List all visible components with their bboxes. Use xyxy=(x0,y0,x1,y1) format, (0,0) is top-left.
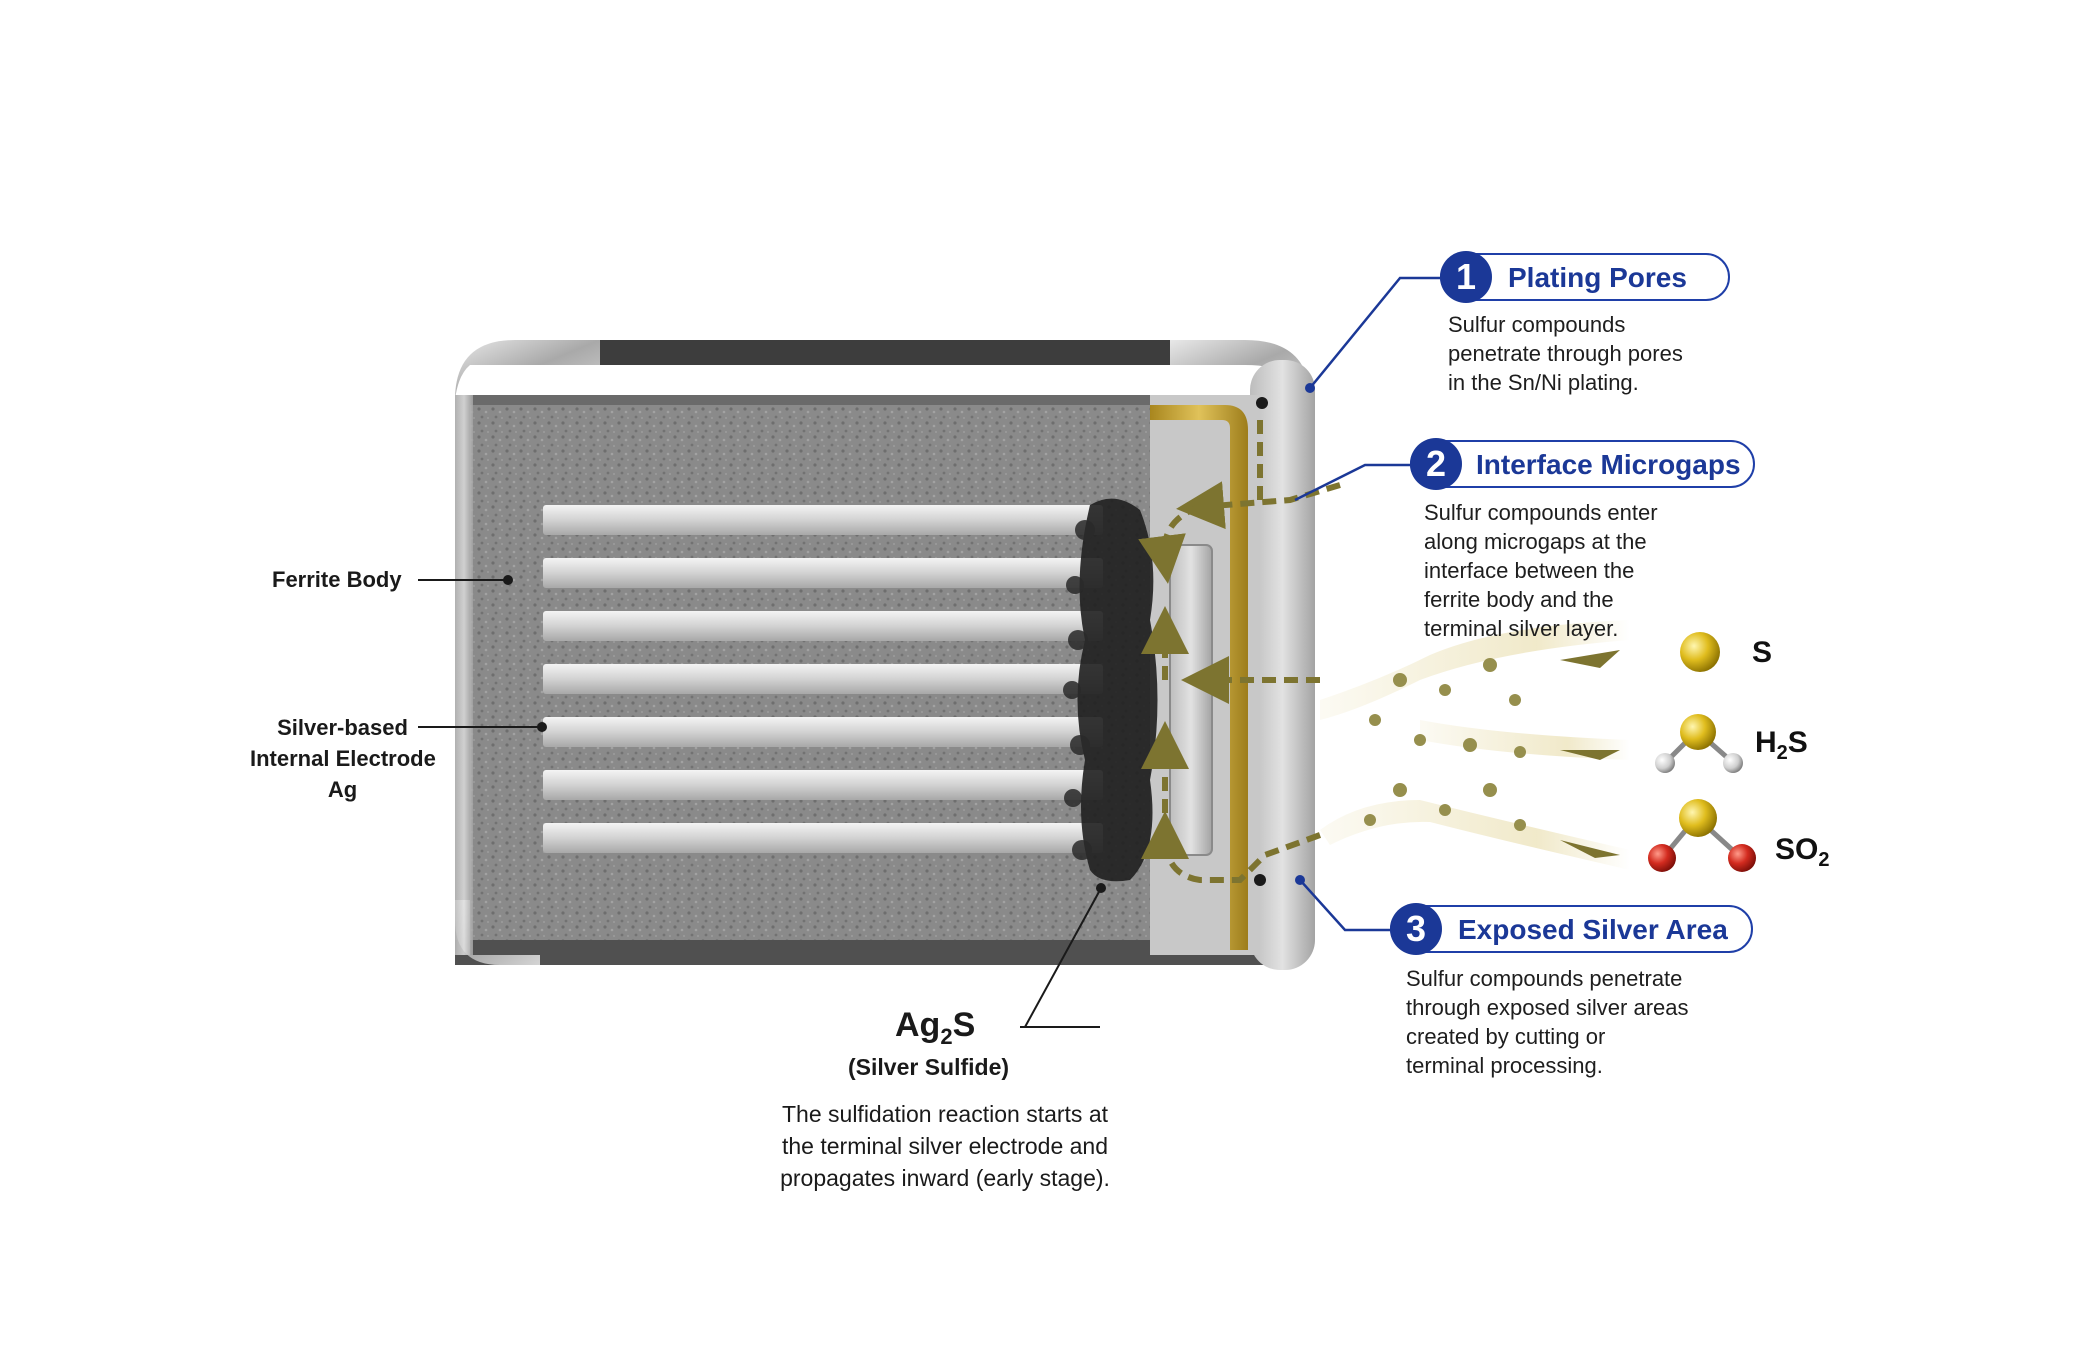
right-cap-top xyxy=(1170,340,1310,400)
molecule-so2-sub: 2 xyxy=(1818,849,1830,871)
molecule-label-s: S xyxy=(1752,636,1772,670)
chip-top-face xyxy=(530,340,1245,365)
step3-desc-line2: through exposed silver areas xyxy=(1406,995,1689,1020)
reaction-note: The sulfidation reaction starts at the t… xyxy=(760,1098,1130,1194)
leader-lines xyxy=(418,579,1101,1028)
reaction-line3: propagates inward (early stage). xyxy=(780,1165,1110,1191)
label-electrode: Silver-based Internal Electrode Ag xyxy=(250,712,436,805)
step2-pill xyxy=(1410,440,1755,488)
step3-pill xyxy=(1390,905,1753,953)
step3-title: Exposed Silver Area xyxy=(1458,914,1728,945)
step-connectors xyxy=(1294,276,1440,932)
left-cap-edge xyxy=(455,395,473,955)
ag2s-end: S xyxy=(952,1006,976,1044)
step2-title: Interface Microgaps xyxy=(1476,449,1741,480)
molecule-so2-formula: SO xyxy=(1775,833,1819,866)
reaction-line1: The sulfidation reaction starts at xyxy=(782,1101,1108,1127)
step3-desc-line3: created by cutting or xyxy=(1406,1024,1606,1049)
molecule-so2 xyxy=(1648,799,1756,872)
step1-title: Plating Pores xyxy=(1508,262,1687,293)
step1-desc-line3: in the Sn/Ni plating. xyxy=(1448,370,1639,395)
diffusion-paths xyxy=(1138,420,1341,883)
sulfur-particles xyxy=(1364,658,1526,831)
step3-desc-line4: terminal processing. xyxy=(1406,1053,1603,1078)
exposed-point xyxy=(1254,874,1266,886)
ag2s-sub: 2 xyxy=(940,1023,953,1049)
molecule-s-formula: S xyxy=(1752,636,1773,669)
molecule-s xyxy=(1680,632,1720,672)
step1-number: 1 xyxy=(1440,251,1492,303)
step2-desc-line2: along microgaps at the xyxy=(1424,529,1647,554)
label-electrode-line2: Internal Electrode xyxy=(250,746,436,771)
ag2s-main: Ag xyxy=(895,1006,941,1044)
left-cap-top xyxy=(455,340,600,400)
step1-desc-line2: penetrate through pores xyxy=(1448,341,1683,366)
step3-desc-line1: Sulfur compounds penetrate xyxy=(1406,966,1683,991)
step1-desc: Sulfur compounds penetrate through pores… xyxy=(1448,310,1683,397)
molecule-h2s-sub: 2 xyxy=(1776,742,1788,764)
molecule-h2s-formula: H xyxy=(1755,726,1777,759)
internal-electrodes xyxy=(543,505,1103,853)
label-ag2s-name: (Silver Sulfide) xyxy=(848,1054,1010,1080)
stream-s xyxy=(1320,620,1630,720)
step1-desc-line1: Sulfur compounds xyxy=(1448,312,1626,337)
label-ag2s: Ag2S xyxy=(895,1006,975,1050)
ag2s-corrosion xyxy=(1077,498,1158,882)
molecule-label-so2: SO2 xyxy=(1775,833,1829,872)
label-ferrite-body: Ferrite Body xyxy=(272,567,402,592)
step2-number: 2 xyxy=(1410,438,1462,490)
step3-number: 3 xyxy=(1390,903,1442,955)
stream-so2 xyxy=(1320,800,1630,870)
step2-desc-line5: terminal silver layer. xyxy=(1424,616,1619,641)
terminal-outer xyxy=(1250,360,1315,970)
label-electrode-line3: Ag xyxy=(327,777,358,802)
stream-arrows xyxy=(1560,650,1620,858)
step3-desc: Sulfur compounds penetrate through expos… xyxy=(1406,964,1689,1080)
step2-desc-line3: interface between the xyxy=(1424,558,1635,583)
step2-desc: Sulfur compounds enter along microgaps a… xyxy=(1424,498,1658,643)
gold-layer xyxy=(1150,405,1248,950)
molecule-h2s xyxy=(1655,714,1743,773)
terminal-inner-pad xyxy=(1169,544,1213,856)
reaction-line2: the terminal silver electrode and xyxy=(782,1133,1108,1159)
label-electrode-line1: Silver-based xyxy=(277,715,408,740)
step2-desc-line1: Sulfur compounds enter xyxy=(1424,500,1658,525)
pore-point xyxy=(1256,397,1268,409)
step2-desc-line4: ferrite body and the xyxy=(1424,587,1614,612)
molecule-label-h2s: H2S xyxy=(1755,726,1808,765)
molecule-h2s-end: S xyxy=(1787,726,1808,759)
